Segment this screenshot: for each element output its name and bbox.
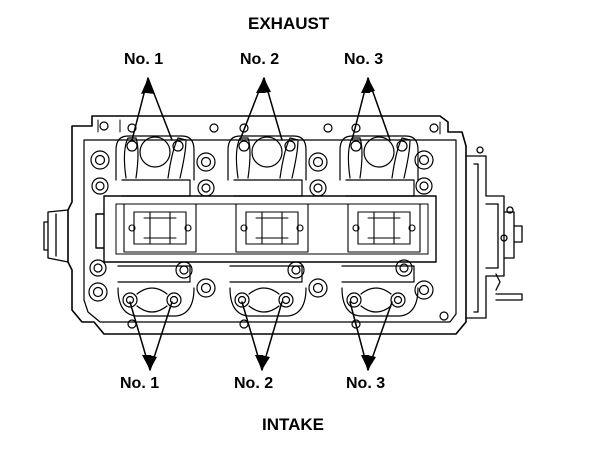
- timing-cover: [465, 146, 523, 319]
- cylinder-3: [339, 135, 421, 317]
- camshaft-journal: [347, 203, 421, 253]
- leader-arrowheads: [141, 78, 376, 370]
- exhaust-label-no1: No. 1: [124, 51, 164, 68]
- exhaust-rocker-assembly: [227, 135, 307, 197]
- camshaft-journal: [235, 203, 309, 253]
- camshaft-channel: [95, 195, 437, 263]
- exhaust-rocker-assembly: [339, 135, 419, 197]
- exhaust-label-no3: No. 3: [344, 51, 384, 68]
- exhaust-heading: EXHAUST: [248, 14, 330, 33]
- intake-label-no1: No. 1: [120, 375, 160, 392]
- left-end-stub: [43, 209, 69, 263]
- intake-rocker-assembly: [229, 265, 307, 317]
- intake-rocker-assembly: [117, 265, 195, 317]
- cylinder-1: [115, 135, 197, 317]
- exhaust-label-no2: No. 2: [240, 51, 280, 68]
- exhaust-rocker-assembly: [115, 135, 195, 197]
- intake-label-no2: No. 2: [234, 375, 274, 392]
- intake-side-bosses: [88, 259, 449, 329]
- camshaft-journal: [123, 203, 197, 253]
- intake-label-no3: No. 3: [346, 375, 386, 392]
- head-casting-outline: [67, 115, 467, 335]
- exhaust-side-bosses: [90, 121, 439, 197]
- intake-heading: INTAKE: [262, 415, 325, 434]
- cylinder-2: [227, 135, 309, 317]
- intake-rocker-assembly: [341, 265, 419, 317]
